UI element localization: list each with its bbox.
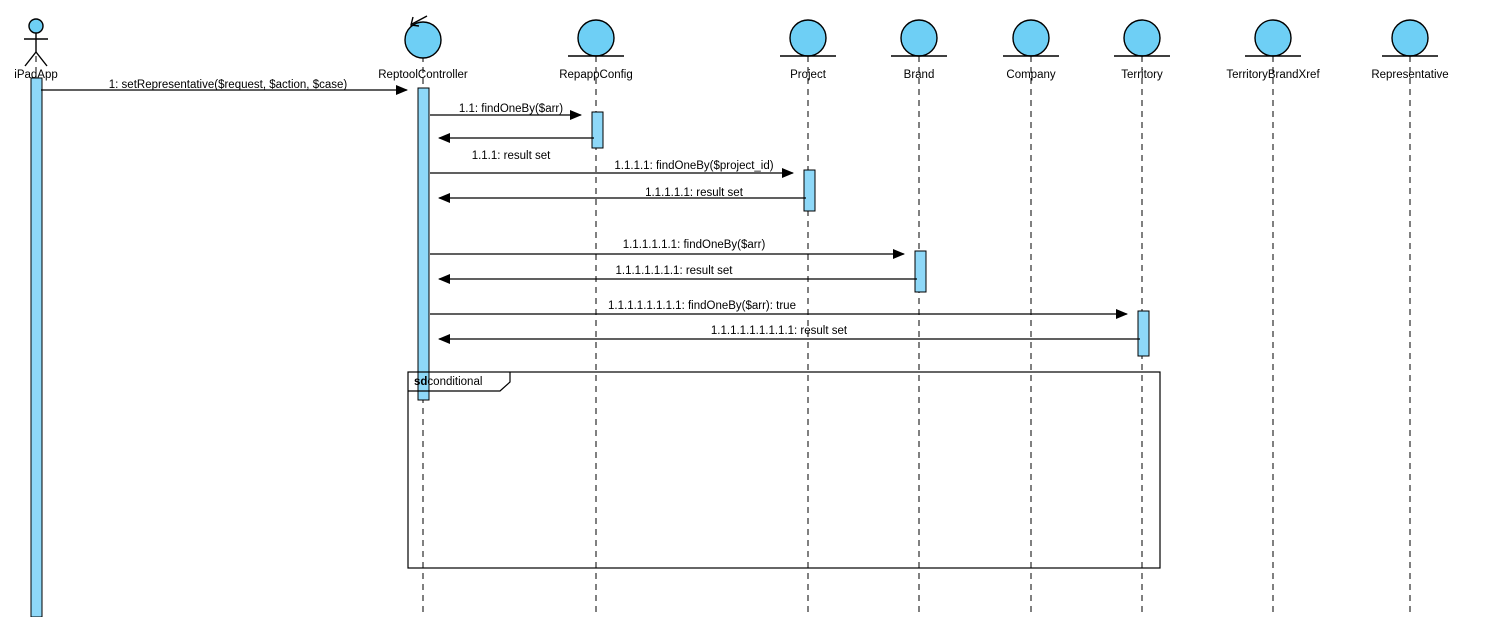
- fragment-label-pentagon: [408, 372, 511, 392]
- actor-head-icon: [28, 18, 44, 34]
- lifeline-name-territorybrandxref: TerritoryBrandXref: [1226, 69, 1320, 81]
- activation-bar-brand: [914, 250, 927, 293]
- message-arrows-group: [41, 85, 1140, 344]
- entity-circle-icon: [577, 19, 615, 57]
- actor-leg-left-icon: [24, 51, 37, 67]
- activation-bar-territory: [1137, 310, 1150, 357]
- lifeline-name-reptoolcontroller: ReptoolController: [378, 69, 468, 81]
- control-circle-icon: [404, 21, 442, 59]
- entity-circle-icon: [900, 19, 938, 57]
- entity-circle-icon: [1254, 19, 1292, 57]
- message-label-1.1.1.1.1.1.1.1: 1.1.1.1.1.1.1.1: findOneBy($arr): true: [608, 300, 796, 312]
- control-arrow-head-icon: [410, 16, 420, 27]
- lifeline-name-representative: Representative: [1371, 69, 1449, 81]
- message-label-1.1.1: 1.1.1: result set: [471, 150, 551, 162]
- lifeline-name-territory: Territory: [1121, 69, 1163, 81]
- message-label-1.1.1.1.1: 1.1.1.1.1: result set: [645, 187, 743, 199]
- lifeline-head-brand: [891, 19, 947, 57]
- lifeline-head-ipadapp: [24, 18, 48, 67]
- message-label-1.1: 1.1: findOneBy($arr): [458, 103, 564, 115]
- fragment-name: conditional: [427, 376, 483, 388]
- fragment-outline: [407, 371, 1161, 569]
- lifeline-heads-group: [24, 15, 1438, 67]
- activation-bars-group: [30, 77, 1150, 617]
- activation-bar-reptoolcontroller: [417, 87, 430, 401]
- message-label-1: 1: setRepresentative($request, $action, …: [108, 79, 348, 91]
- lifeline-head-company: [1003, 19, 1059, 57]
- lifeline-name-repappconfig: RepappConfig: [559, 69, 633, 81]
- lifeline-name-project: Project: [790, 69, 826, 81]
- control-arrow-stem-icon: [411, 15, 428, 25]
- message-label-1.1.1.1: 1.1.1.1: findOneBy($project_id): [614, 160, 774, 172]
- lifeline-name-brand: Brand: [903, 69, 935, 81]
- fragment-operator: sd: [414, 376, 428, 388]
- lifeline-head-project: [780, 19, 836, 57]
- lifeline-head-territorybrandxref: [1245, 19, 1301, 57]
- fragment-label: sdconditional: [414, 376, 483, 389]
- message-label-1.1.1.1.1.1: 1.1.1.1.1.1: findOneBy($arr): [622, 239, 766, 251]
- entity-circle-icon: [1012, 19, 1050, 57]
- activation-bar-repappconfig: [591, 111, 604, 149]
- lifeline-head-territory: [1114, 19, 1170, 57]
- entity-circle-icon: [789, 19, 827, 57]
- combined-fragment-group: [407, 371, 1161, 569]
- lifeline-head-repappconfig: [568, 19, 624, 57]
- lifeline-head-reptoolcontroller: [404, 15, 442, 59]
- lifeline-name-company: Company: [1006, 69, 1056, 81]
- entity-circle-icon: [1391, 19, 1429, 57]
- lifeline-name-ipadapp: iPadApp: [14, 69, 58, 81]
- entity-circle-icon: [1123, 19, 1161, 57]
- message-label-1.1.1.1.1.1.1: 1.1.1.1.1.1.1: result set: [615, 265, 733, 277]
- activation-bar-project: [803, 169, 816, 212]
- lifeline-head-representative: [1382, 19, 1438, 57]
- activation-bar-ipadapp: [30, 77, 43, 617]
- message-label-1.1.1.1.1.1.1.1.1: 1.1.1.1.1.1.1.1.1: result set: [710, 325, 848, 337]
- actor-leg-right-icon: [35, 51, 48, 67]
